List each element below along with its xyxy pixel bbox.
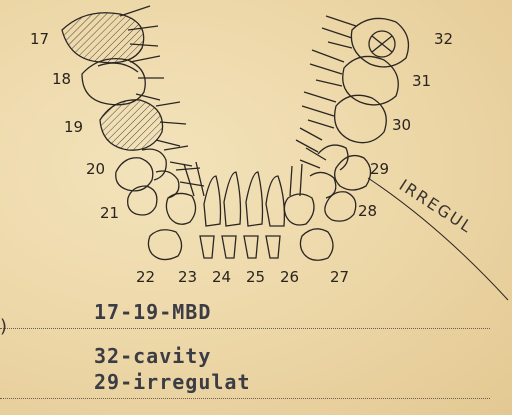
tooth-22-b (166, 193, 195, 224)
tooth-27-b (284, 194, 314, 225)
tooth-label-29: 29 (370, 160, 389, 178)
tooth-18-root (130, 56, 164, 100)
tooth-18-b (98, 63, 138, 72)
tooth-26 (266, 236, 280, 258)
tooth-label-19: 19 (64, 118, 83, 136)
tooth-label-30: 30 (392, 116, 411, 134)
tooth-31-root (310, 50, 344, 86)
ruled-line-2 (0, 398, 490, 399)
note-line-1: 17-19-MBD (94, 300, 211, 324)
note-line-3: 29-irregulat (94, 370, 251, 394)
tooth-23-b (204, 176, 221, 226)
tooth-20-root (164, 146, 192, 166)
tooth-22 (148, 230, 181, 260)
tooth-17 (62, 13, 144, 63)
tooth-18 (82, 59, 145, 105)
tooth-label-32: 32 (434, 30, 453, 48)
tooth-23 (200, 236, 214, 258)
tooth-25 (244, 236, 258, 258)
tooth-19 (100, 100, 163, 150)
tooth-label-25: 25 (246, 268, 265, 286)
tooth-24 (222, 236, 236, 258)
tooth-22-root (184, 162, 204, 196)
tooth-25-b (246, 172, 263, 226)
tooth-label-21: 21 (100, 204, 119, 222)
tooth-26-b (266, 176, 284, 226)
tooth-label-31: 31 (412, 72, 431, 90)
tooth-label-24: 24 (212, 268, 231, 286)
tooth-label-26: 26 (280, 268, 299, 286)
tooth-label-20: 20 (86, 160, 105, 178)
ruled-line-1 (0, 328, 490, 329)
tooth-27-root (290, 164, 302, 196)
tooth-32-root (322, 16, 356, 48)
note-line-2: 32-cavity (94, 344, 211, 368)
tooth-20-b (142, 149, 166, 180)
tooth-24-b (224, 172, 241, 226)
tooth-label-17: 17 (30, 30, 49, 48)
tooth-27 (300, 229, 333, 260)
tooth-21 (128, 186, 157, 215)
tooth-label-28: 28 (358, 202, 377, 220)
tooth-30-root (302, 92, 336, 128)
tooth-label-23: 23 (178, 268, 197, 286)
bracket-mark: ) (0, 316, 7, 337)
tooth-label-27: 27 (330, 268, 349, 286)
tooth-29 (335, 156, 371, 190)
tooth-28-b (310, 172, 336, 198)
cavity-cross (372, 36, 392, 52)
tooth-29-root (296, 128, 322, 152)
tooth-label-18: 18 (52, 70, 71, 88)
tooth-label-22: 22 (136, 268, 155, 286)
tooth-28-root (300, 148, 326, 168)
